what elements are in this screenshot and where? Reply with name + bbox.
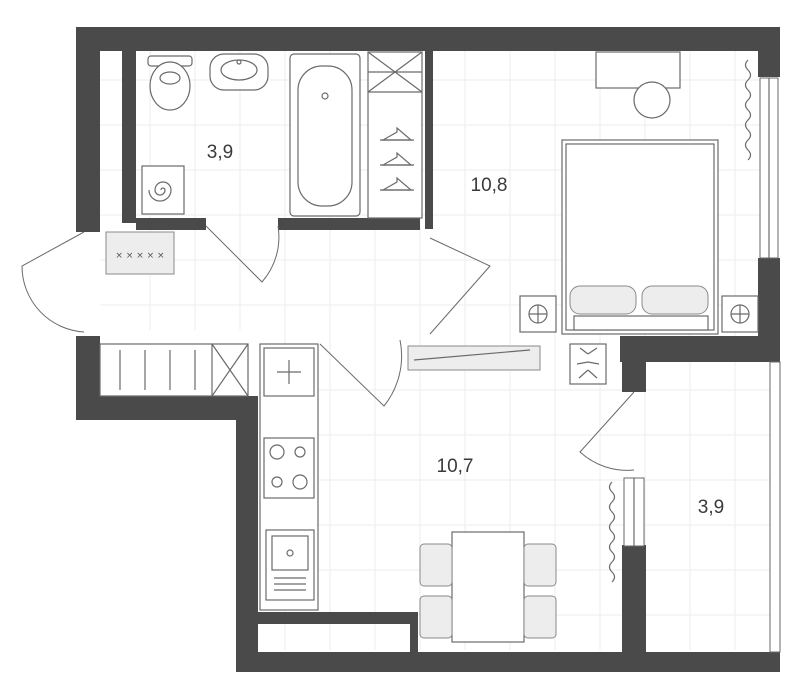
bathtub	[289, 53, 361, 217]
balcony-door	[579, 391, 635, 471]
hall-wardrobe	[99, 343, 249, 397]
window-balcony	[769, 361, 781, 653]
wall-right-top	[758, 27, 780, 77]
washing-machine	[141, 165, 185, 215]
room-area-kitchen: 10,7	[437, 456, 474, 477]
dining-chairs	[419, 543, 557, 639]
cooktop	[263, 437, 315, 499]
svg-text:× × × × ×: × × × × ×	[115, 251, 164, 261]
wall-kitchen-left	[236, 396, 258, 672]
wall-bath-divider	[425, 51, 433, 229]
wall-closet-inner	[122, 51, 136, 223]
bed	[561, 139, 719, 335]
wall-bath-partition-2	[278, 218, 420, 230]
wall-bottom	[236, 652, 780, 672]
room-area-balcony: 3,9	[698, 497, 724, 518]
wall-kitchen-inner	[258, 612, 416, 624]
kitchen-sink	[265, 529, 315, 601]
toilet	[147, 55, 193, 111]
curtain-kitchen	[608, 481, 616, 583]
wall-balcony-partition-top	[622, 336, 646, 392]
kitchen-door	[319, 339, 403, 407]
washbasin	[209, 53, 269, 91]
plant	[569, 343, 607, 385]
bath-storage	[367, 51, 423, 219]
wall-bath-partition	[136, 218, 206, 230]
wall-left-upper	[76, 27, 100, 232]
doors	[21, 225, 635, 471]
windows	[623, 77, 781, 653]
wall-right-mid	[758, 258, 780, 340]
nightstand-right	[721, 295, 759, 333]
room-area-bathroom: 3,9	[207, 142, 233, 163]
tv-console	[407, 345, 541, 371]
wall-top	[76, 27, 780, 51]
entrance-door	[21, 231, 85, 333]
wall-bedroom-bottom	[620, 336, 780, 362]
wall-balcony-partition-bottom	[622, 545, 646, 655]
bathroom-door	[205, 225, 280, 283]
desk	[595, 51, 681, 119]
walls	[76, 27, 780, 672]
curtain-bedroom	[744, 59, 752, 161]
room-area-bedroom: 10,8	[471, 175, 508, 196]
dining-table	[451, 531, 525, 643]
nightstand-left	[519, 295, 557, 333]
wall-kitchen-inner-right	[410, 612, 418, 654]
door-mat: × × × × ×	[105, 231, 175, 275]
wall-hall-bottom	[76, 396, 258, 420]
bedroom-door	[429, 237, 491, 335]
